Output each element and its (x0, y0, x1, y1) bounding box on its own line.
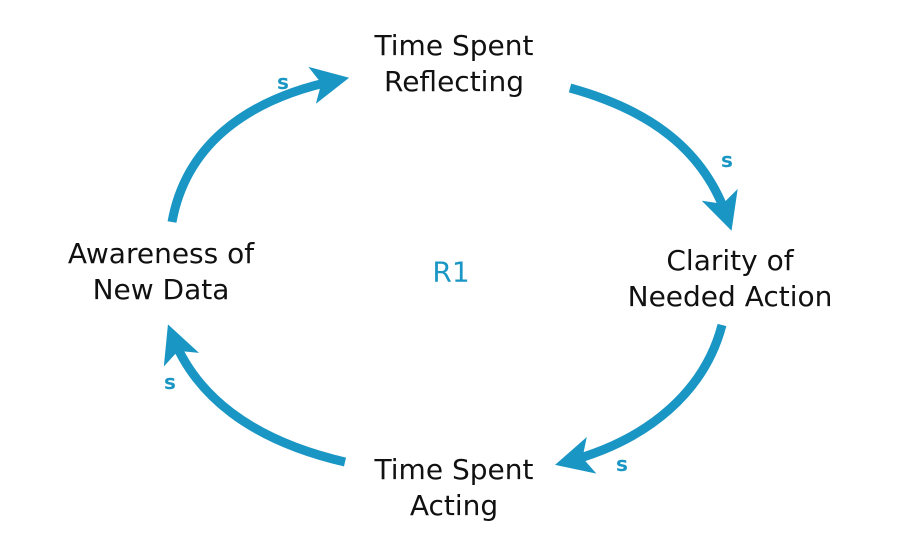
link-polarity-awareness-to-reflecting: s (277, 70, 289, 94)
link-polarity-acting-to-awareness: s (164, 370, 176, 394)
node-line: Needed Action (627, 280, 833, 313)
node-line: Acting (409, 489, 499, 522)
arrow-acting-to-awareness (163, 324, 347, 467)
arrow-reflecting-to-clarity (568, 83, 738, 231)
node-line: Time Spent (374, 453, 534, 486)
loop-label: R1 (432, 255, 470, 289)
node-time-spent-reflecting: Time Spent Reflecting (375, 28, 534, 100)
node-awareness-of-new-data: Awareness of New Data (68, 236, 254, 308)
link-polarity-clarity-to-acting: s (616, 452, 628, 476)
link-polarity-reflecting-to-clarity: s (721, 148, 733, 172)
node-line: New Data (92, 273, 230, 306)
node-line: Time Spent (374, 29, 534, 62)
arrow-clarity-to-acting (555, 323, 727, 474)
node-line: Awareness of (67, 237, 255, 270)
arrow-awareness-to-reflecting (167, 66, 350, 223)
node-line: Reflecting (384, 65, 524, 98)
node-time-spent-acting: Time Spent Acting (375, 452, 534, 524)
node-clarity-of-needed-action: Clarity of Needed Action (628, 243, 833, 315)
node-line: Clarity of (666, 244, 794, 277)
